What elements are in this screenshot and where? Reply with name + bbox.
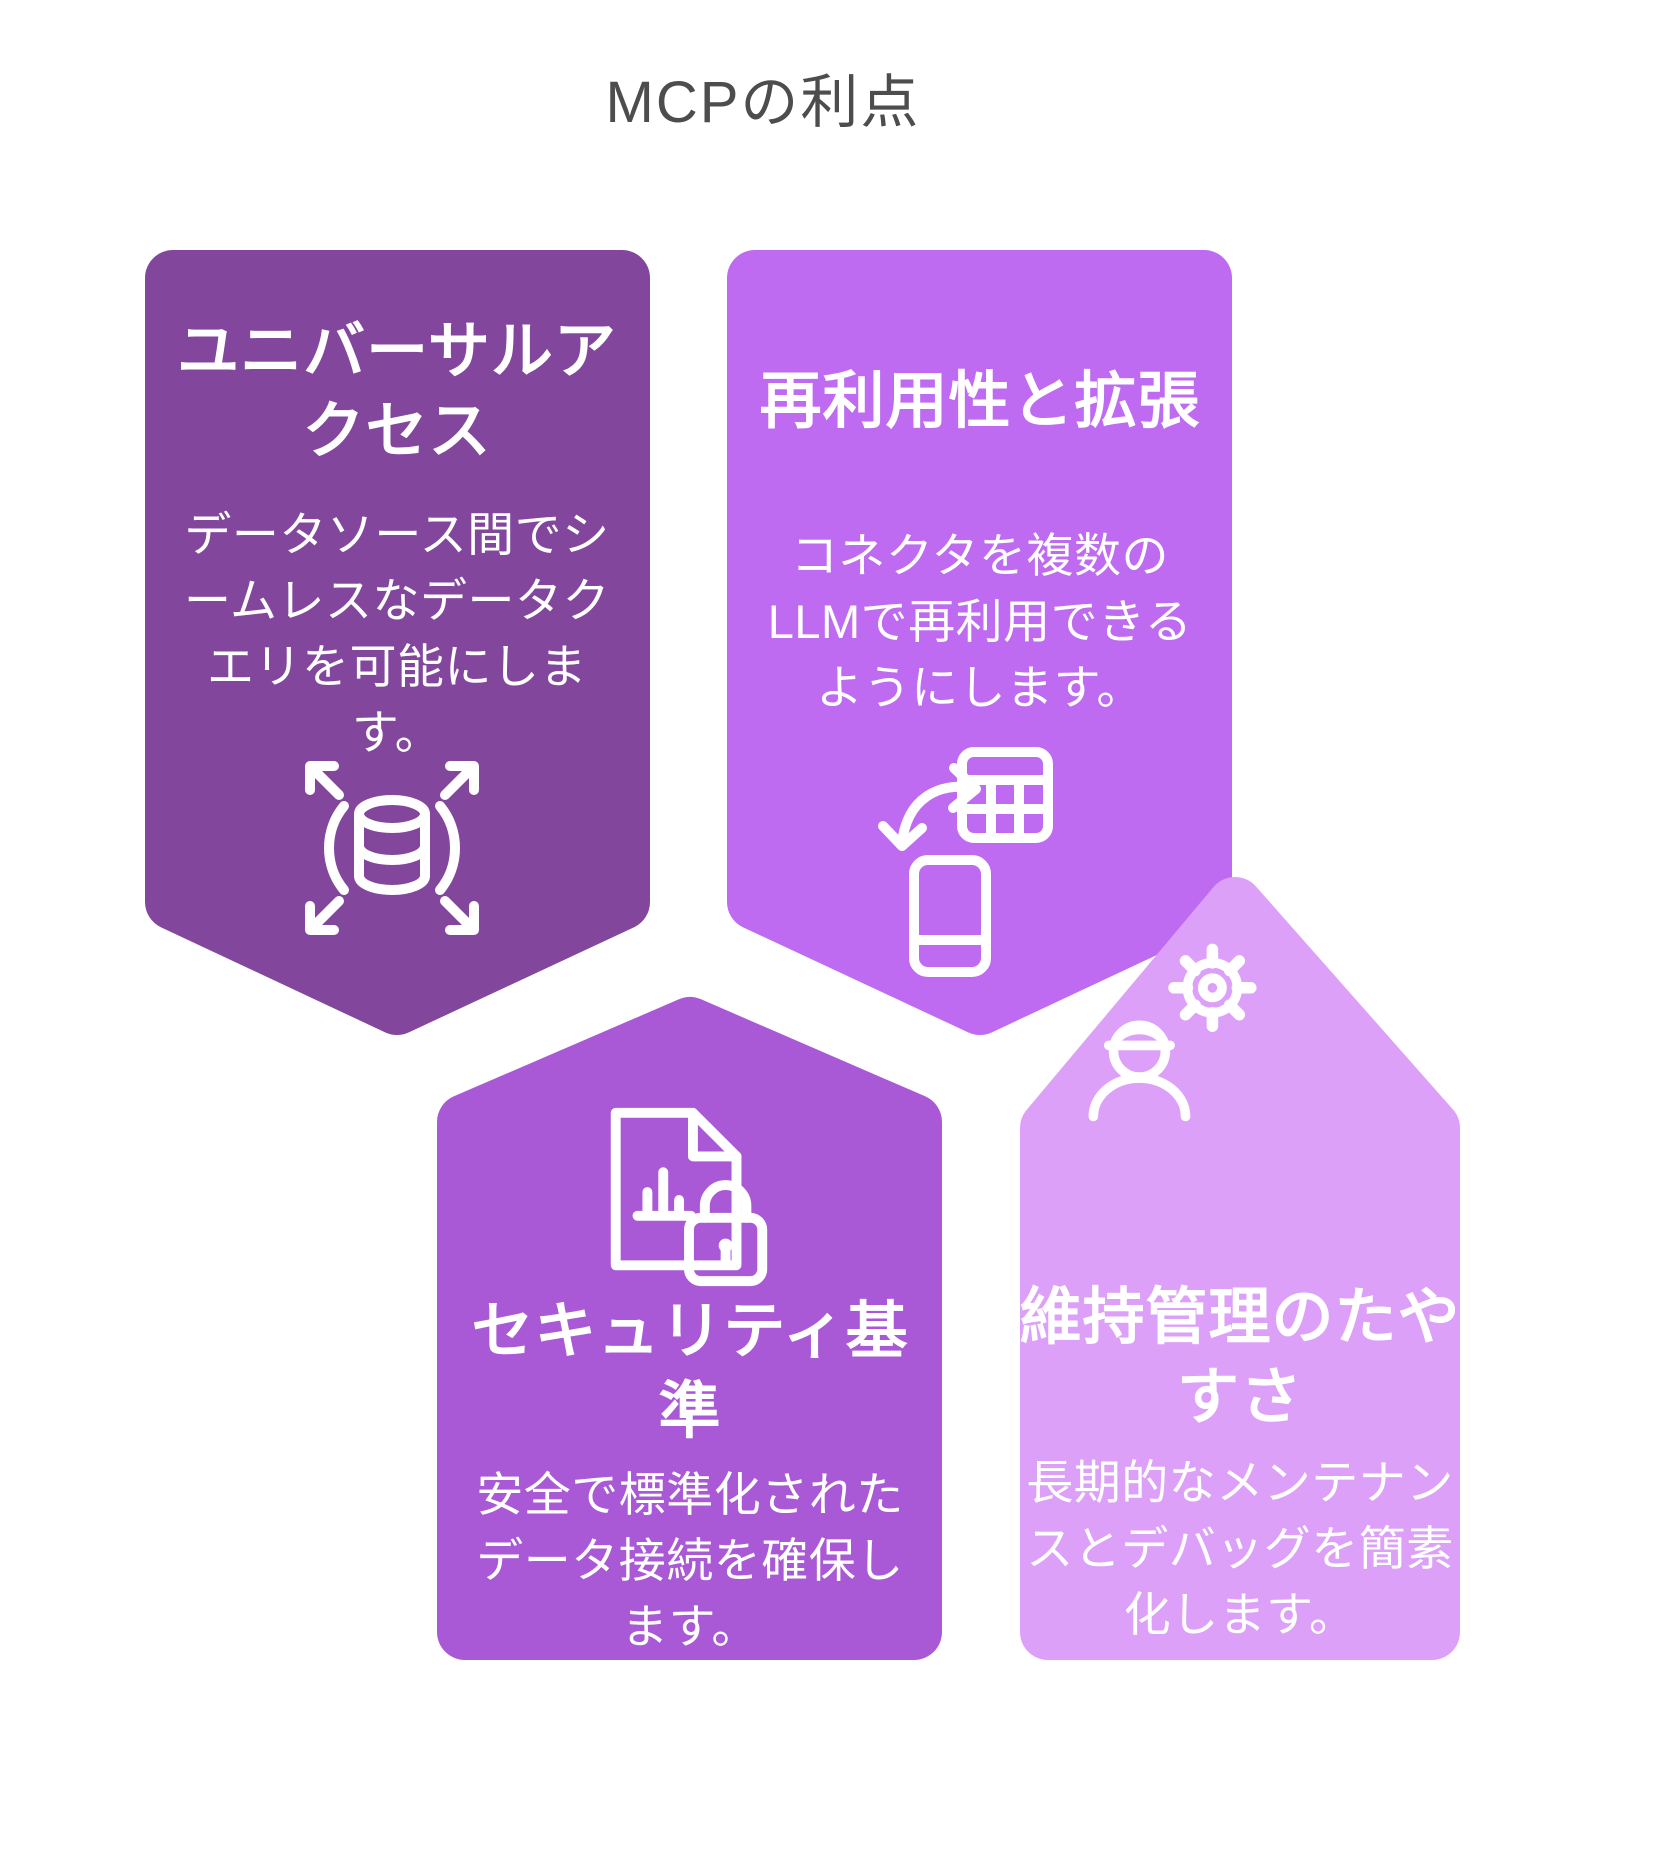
page-title: MCPの利点 [605,70,921,135]
card-security-shape [437,997,942,1660]
worker-gear-icon [1088,943,1257,1122]
card-security-title: セキュリティ基 準 [471,1297,909,1446]
card-maintainability-title: 維持管理のたや すさ [1019,1283,1461,1432]
card-universal-access-title: ユニバーサルア クセス [177,317,617,466]
card-reusability-shape [727,250,1232,1035]
card-universal-access-shape [145,250,650,1035]
card-maintainability-shape [1020,877,1460,1660]
card-security-body: 安全で標準化された データ接続を確保し ます。 [476,1468,904,1653]
card-reusability-body: コネクタを複数の LLMで再利用できる ようにします。 [767,529,1193,714]
card-universal-access-body: データソース間でシ ームレスなデータク エリを可能にしま す。 [183,508,611,759]
database-share-icon [305,761,479,935]
card-maintainability-body: 長期的なメンテナン スとデバッグを簡素 化します。 [1026,1456,1454,1641]
card-reusability-title: 再利用性と拡張 [759,367,1201,436]
phone-table-sync-icon [878,747,1053,977]
document-lock-icon [610,1107,768,1287]
